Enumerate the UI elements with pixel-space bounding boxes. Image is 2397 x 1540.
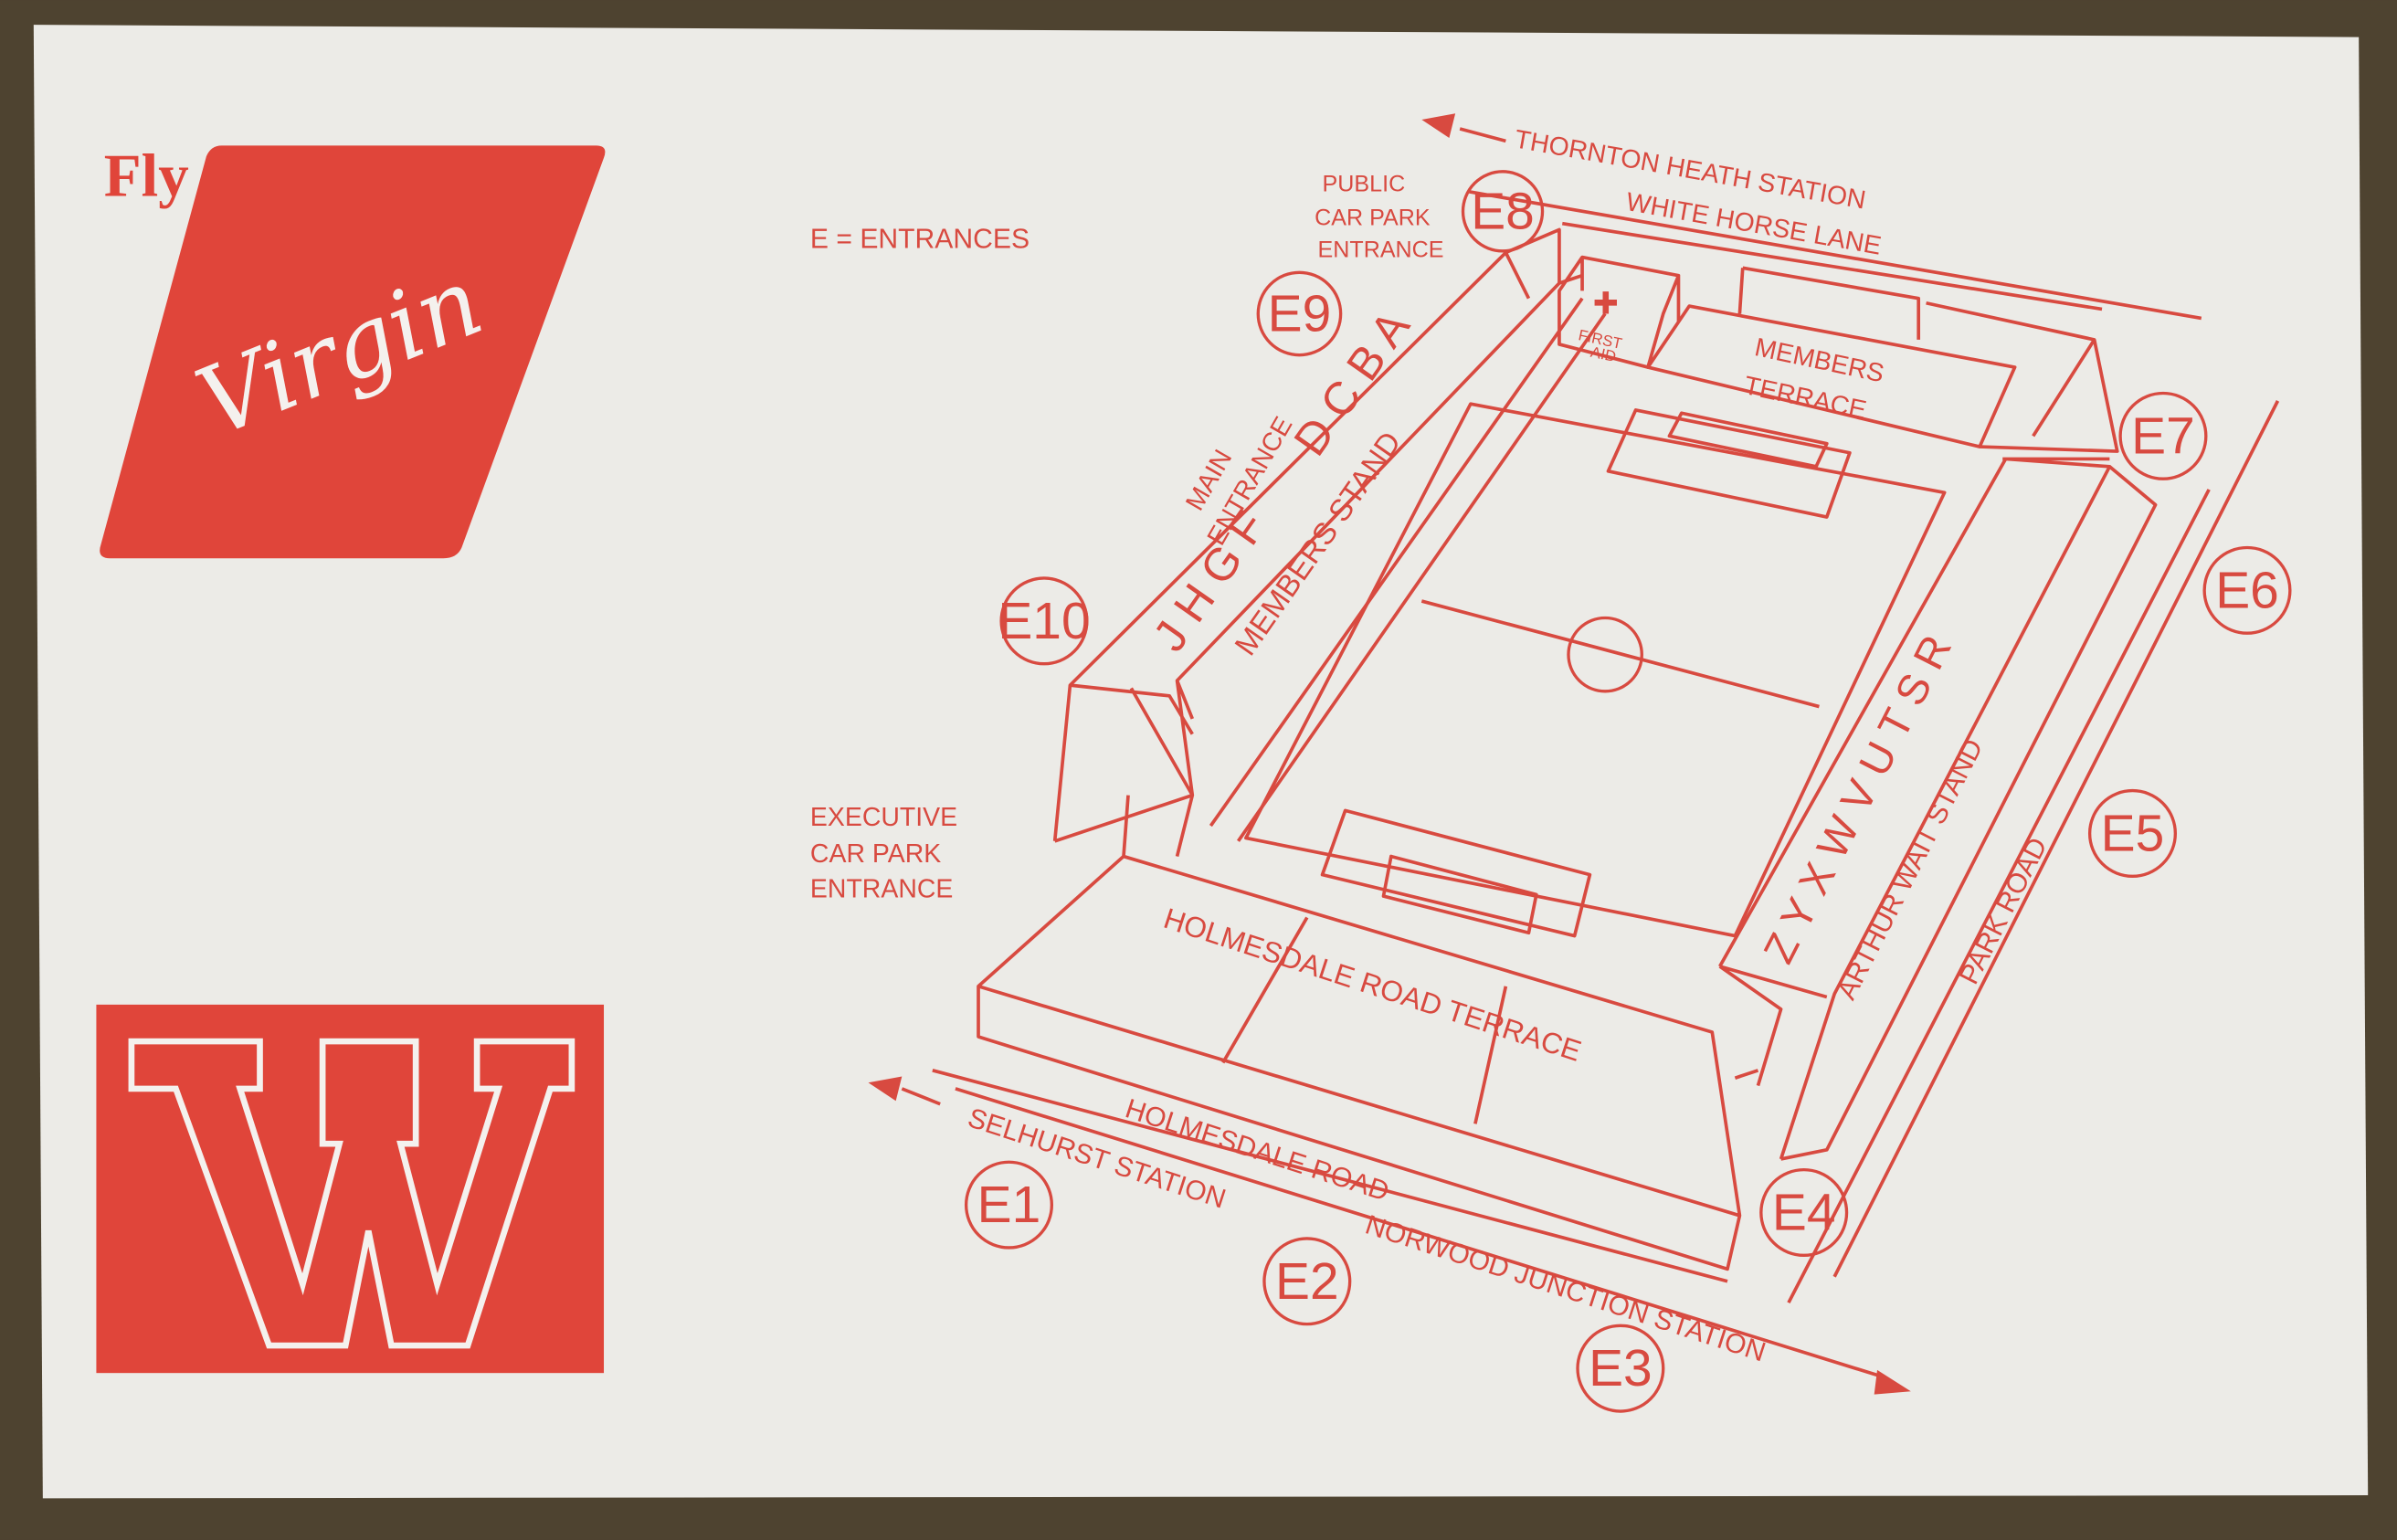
svg-text:E2: E2 bbox=[1275, 1252, 1339, 1311]
entrance-markers: E1 E2 E3 E4 E5 E6 E7 E8 E9 E10 bbox=[964, 170, 2292, 1413]
road-lines-north-east bbox=[1459, 127, 2280, 1304]
entrance-e10: E10 bbox=[998, 576, 1091, 666]
entrance-e1: E1 bbox=[964, 1160, 1054, 1250]
arthur-wait-stand-outline bbox=[1718, 457, 2158, 1161]
svg-text:ENTRANCE: ENTRANCE bbox=[1318, 237, 1444, 263]
first-aid-cross-icon: ✚ bbox=[1593, 287, 1619, 321]
first-aid-building bbox=[1558, 255, 1681, 369]
virgin-tail-shape bbox=[100, 145, 606, 559]
svg-text:E5: E5 bbox=[2101, 804, 2165, 862]
club-crest-logo bbox=[96, 1004, 605, 1374]
north-goal-area bbox=[1606, 408, 1852, 519]
stadium-drawing bbox=[868, 113, 2280, 1395]
holmesdale-terrace-outline bbox=[977, 795, 1742, 1271]
entrance-e9: E9 bbox=[1256, 270, 1343, 357]
svg-text:PUBLIC: PUBLIC bbox=[1323, 172, 1406, 197]
north-east-corner bbox=[1926, 301, 2119, 453]
svg-text:E3: E3 bbox=[1589, 1339, 1653, 1398]
fly-text: Fly bbox=[104, 142, 189, 210]
entrance-e6: E6 bbox=[2202, 545, 2292, 635]
arrow-selhurst-icon bbox=[868, 1076, 903, 1102]
entrance-e3: E3 bbox=[1576, 1324, 1665, 1413]
public-car-park-label: PUBLIC CAR PARK ENTRANCE bbox=[1315, 172, 1443, 263]
executive-car-park-label: EXECUTIVE CAR PARK ENTRANCE bbox=[810, 803, 957, 904]
svg-text:E1: E1 bbox=[977, 1176, 1041, 1234]
svg-text:EXECUTIVE: EXECUTIVE bbox=[810, 803, 957, 832]
w-letter-icon bbox=[128, 1038, 575, 1349]
virgin-logo: Fly Virgin bbox=[100, 142, 606, 559]
svg-text:E4: E4 bbox=[1772, 1183, 1836, 1241]
centre-circle bbox=[1567, 616, 1643, 693]
members-stand-outline bbox=[1052, 227, 1607, 857]
members-terrace-outline bbox=[1646, 266, 2017, 448]
svg-text:ENTRANCE: ENTRANCE bbox=[810, 875, 953, 904]
south-goal-area bbox=[1320, 808, 1592, 938]
road-lines-south bbox=[901, 1069, 1881, 1378]
entrance-e8: E8 bbox=[1461, 170, 1545, 253]
entrance-e5: E5 bbox=[2087, 788, 2178, 878]
arrow-thornton-heath-icon bbox=[1421, 113, 1456, 139]
pitch-outline bbox=[1244, 402, 1947, 938]
arrow-norwood-icon bbox=[1874, 1369, 1911, 1395]
svg-text:CAR PARK: CAR PARK bbox=[1315, 205, 1431, 230]
entrances-legend: E = ENTRANCES bbox=[810, 225, 1030, 255]
entrance-e4: E4 bbox=[1759, 1167, 1849, 1257]
svg-text:CAR PARK: CAR PARK bbox=[810, 839, 941, 869]
entrance-e7: E7 bbox=[2118, 391, 2208, 480]
ticket-paper bbox=[33, 25, 2369, 1499]
entrance-e2: E2 bbox=[1262, 1237, 1352, 1326]
svg-text:E9: E9 bbox=[1268, 284, 1332, 343]
svg-text:E6: E6 bbox=[2215, 561, 2279, 619]
svg-text:E7: E7 bbox=[2131, 406, 2195, 465]
svg-text:E10: E10 bbox=[998, 592, 1090, 650]
svg-text:E8: E8 bbox=[1471, 182, 1535, 240]
